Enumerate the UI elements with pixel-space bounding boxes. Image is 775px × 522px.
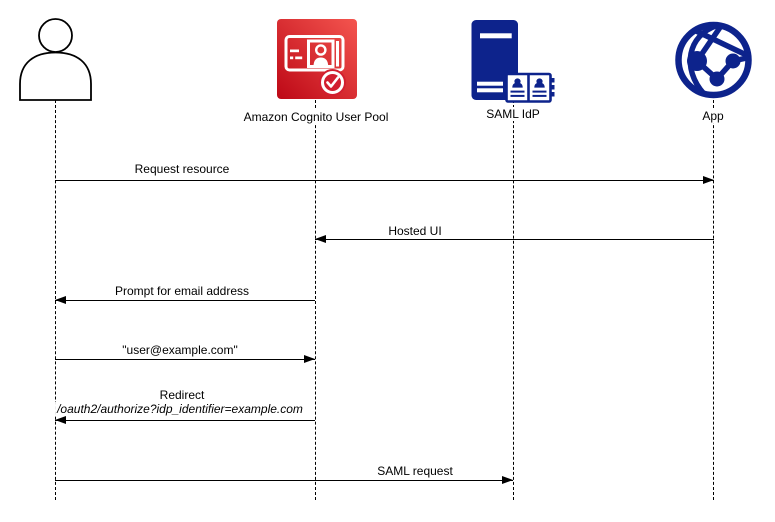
- message-label: "user@example.com": [120, 343, 240, 357]
- message-label: Redirect: [157, 388, 207, 402]
- actor-label-app: App: [700, 109, 726, 123]
- person-icon: [19, 18, 92, 101]
- arrowhead-right-icon: [703, 176, 714, 184]
- actor-label-saml-idp: SAML IdP: [484, 107, 542, 121]
- arrowhead-right-icon: [304, 355, 315, 363]
- lifeline-cognito: [314, 100, 316, 500]
- message-line: [55, 420, 315, 421]
- message-line: [315, 239, 714, 240]
- message-label: Hosted UI: [386, 224, 444, 238]
- actor-cognito: Amazon Cognito User Pool: [241, 19, 391, 124]
- message-line: [55, 300, 315, 301]
- message-line: [55, 359, 315, 360]
- message-line: [55, 180, 714, 181]
- arrowhead-right-icon: [502, 476, 513, 484]
- message-label: Request resource: [132, 162, 232, 176]
- arrowhead-left-icon: [55, 296, 66, 304]
- app-globe-network-icon: [675, 21, 752, 99]
- actor-saml-idp: SAML IdP: [467, 17, 555, 121]
- lifeline-app: [713, 100, 714, 500]
- lifeline-saml-idp: [512, 100, 514, 500]
- actor-app: App: [672, 18, 754, 123]
- arrowhead-left-icon: [55, 416, 66, 424]
- actor-user: [17, 15, 94, 106]
- message-line: [55, 480, 513, 481]
- actor-label-cognito: Amazon Cognito User Pool: [241, 110, 391, 124]
- saml-idp-directory-server-icon: [471, 20, 555, 103]
- amazon-cognito-user-pool-icon: [277, 19, 357, 99]
- message-sublabel: /oauth2/authorize?idp_identifier=example…: [55, 402, 305, 416]
- message-label: Prompt for email address: [112, 284, 252, 298]
- message-label: SAML request: [375, 464, 455, 478]
- arrowhead-left-icon: [315, 235, 326, 243]
